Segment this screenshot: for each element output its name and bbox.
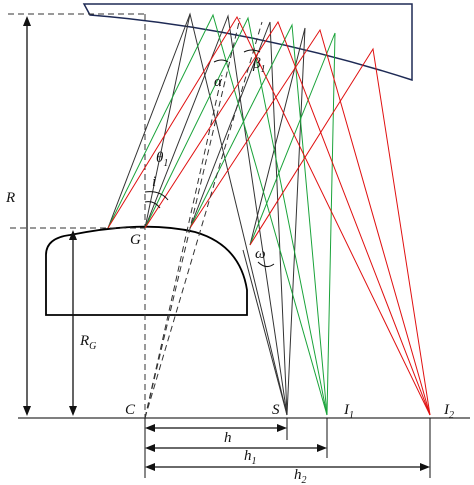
- label-h2: h2: [294, 467, 307, 485]
- rays-dashed: [144, 17, 263, 419]
- omega-arc: [257, 261, 275, 268]
- h2-arrow: [145, 463, 430, 471]
- label-g: G: [130, 232, 141, 248]
- h-arrow: [145, 424, 287, 432]
- label-omega: ω: [255, 246, 266, 262]
- object-body: [45, 225, 248, 316]
- label-i2: I2: [443, 402, 454, 421]
- rays-black: [107, 12, 306, 416]
- label-i: i: [152, 174, 156, 190]
- i-arc: [144, 201, 161, 209]
- label-rg: RG: [79, 333, 96, 352]
- label-beta: β1: [252, 56, 265, 75]
- label-h: h: [224, 430, 232, 446]
- label-r: R: [5, 190, 15, 206]
- rg-dimension: [69, 230, 77, 416]
- label-i1: I1: [343, 402, 354, 421]
- label-alpha: α: [214, 74, 223, 90]
- r-dimension: [23, 16, 31, 416]
- label-theta: θ1: [156, 150, 168, 169]
- label-c: C: [125, 402, 136, 418]
- beta-arc: [243, 49, 261, 53]
- rays-green: [107, 13, 336, 416]
- alpha-arc: [213, 59, 229, 63]
- label-h1: h1: [244, 448, 257, 467]
- label-s: S: [272, 402, 280, 418]
- theta-arc: [144, 191, 169, 201]
- rays-red: [107, 15, 431, 416]
- h1-arrow: [145, 444, 327, 452]
- concave-mirror: [82, 3, 413, 82]
